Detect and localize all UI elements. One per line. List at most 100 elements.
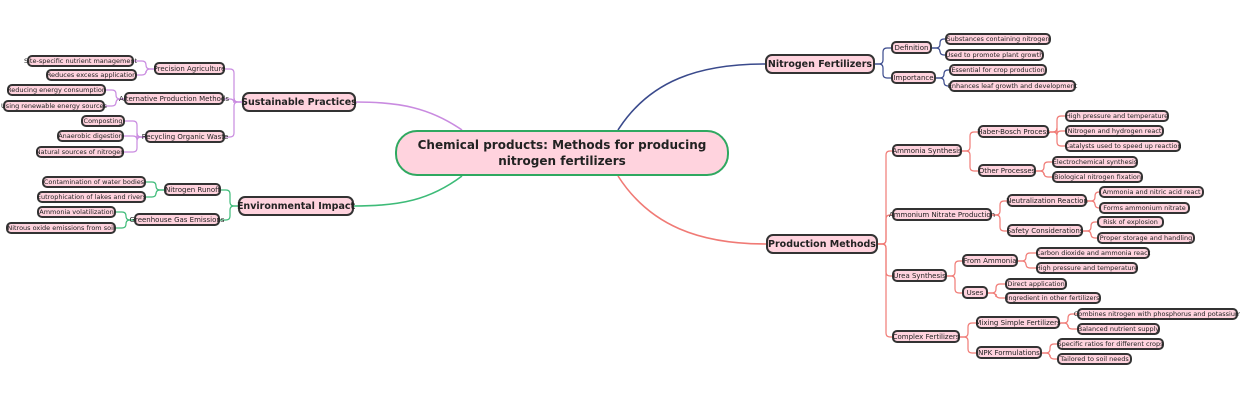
connector: [1087, 200, 1100, 209]
leaf-ammonia-and-nitric-acid-react[interactable]: Ammonia and nitric acid react: [1099, 186, 1204, 198]
leaf-natural-sources-of-nitrogen[interactable]: Natural sources of nitrogen: [36, 146, 124, 158]
branch-production-methods[interactable]: Production Methods: [766, 234, 878, 254]
connector: [936, 77, 949, 87]
leaf-anaerobic-digestion[interactable]: Anaerobic digestion: [57, 130, 124, 142]
branch-nitrogen-fertilizers[interactable]: Nitrogen Fertilizers: [765, 54, 875, 74]
subgroup-neutralization-reaction[interactable]: Neutralization Reaction: [1006, 194, 1088, 207]
group-label: Nitrogen Runoff: [165, 185, 220, 194]
group-importance[interactable]: Importance: [891, 71, 936, 84]
leaf-carbon-dioxide-and-ammonia-react[interactable]: Carbon dioxide and ammonia react: [1036, 247, 1150, 259]
leaf-label: Used to promote plant growth: [945, 51, 1044, 59]
leaf-label: Anaerobic digestion: [58, 132, 123, 140]
connector-root-nitrogen: [617, 63, 766, 131]
leaf-label: Combines nitrogen with phosphorus and po…: [1073, 310, 1240, 318]
leaf-label: Substances containing nitrogen: [946, 35, 1050, 43]
group-nitrogen-runoff[interactable]: Nitrogen Runoff: [164, 183, 221, 196]
connector: [1036, 170, 1052, 178]
group-recycling-organic-waste[interactable]: Recycling Organic Waste: [142, 130, 228, 143]
connector-root-sustainable: [355, 101, 463, 131]
root-topic-label: Chemical products: Methods for producing…: [417, 138, 707, 168]
leaf-label: High pressure and temperature: [1065, 112, 1169, 120]
connector: [105, 98, 124, 107]
leaf-biological-nitrogen-fixation[interactable]: Biological nitrogen fixation: [1052, 171, 1143, 183]
leaf-electrochemical-synthesis[interactable]: Electrochemical synthesis: [1052, 156, 1138, 168]
leaf-used-to-promote-plant-growth[interactable]: Used to promote plant growth: [945, 49, 1044, 61]
leaf-high-pressure-and-temperature-urea[interactable]: High pressure and temperature: [1036, 262, 1138, 274]
leaf-label: Nitrous oxide emissions from soil: [7, 224, 115, 232]
leaf-ammonia-volatilization[interactable]: Ammonia volatilization: [37, 206, 116, 218]
group-ammonium-nitrate-production[interactable]: Ammonium Nitrate Production: [888, 208, 996, 221]
leaf-ingredient-in-other-fertilizers[interactable]: Ingredient in other fertilizers: [1005, 292, 1101, 304]
branch-environmental-impact[interactable]: Environmental Impact: [237, 196, 355, 216]
leaf-label: Specific ratios for different crops: [1057, 340, 1164, 348]
subgroup-uses[interactable]: Uses: [962, 286, 988, 299]
group-label: Greenhouse Gas Emissions: [129, 215, 225, 224]
leaf-essential-for-crop-production[interactable]: Essential for crop production: [949, 64, 1047, 76]
group-label: Ammonia Synthesis: [892, 146, 962, 155]
connector: [134, 60, 154, 70]
root-topic[interactable]: Chemical products: Methods for producing…: [395, 130, 729, 176]
group-urea-synthesis[interactable]: Urea Synthesis: [892, 269, 947, 282]
leaf-label: Carbon dioxide and ammonia react: [1035, 249, 1151, 257]
group-complex-fertilizers[interactable]: Complex Fertilizers: [892, 330, 960, 343]
leaf-proper-storage-and-handling[interactable]: Proper storage and handling: [1097, 232, 1195, 244]
group-definition-label: Definition: [894, 43, 929, 52]
leaf-eutrophication-of-lakes-and-rivers[interactable]: Eutrophication of lakes and rivers: [37, 191, 146, 203]
leaf-label: Natural sources of nitrogen: [35, 148, 125, 156]
group-greenhouse-gas-emissions[interactable]: Greenhouse Gas Emissions: [130, 213, 224, 226]
leaf-nitrous-oxide-emissions-from-soil[interactable]: Nitrous oxide emissions from soil: [6, 222, 116, 234]
connector: [875, 47, 891, 65]
leaf-nitrogen-and-hydrogen-react[interactable]: Nitrogen and hydrogen react: [1065, 125, 1164, 137]
leaf-reducing-energy-consumption[interactable]: Reducing energy consumption: [7, 84, 106, 96]
leaf-direct-application[interactable]: Direct application: [1005, 278, 1067, 290]
leaf-label: Biological nitrogen fixation: [1053, 173, 1142, 181]
subgroup-label: Uses: [966, 288, 984, 297]
subgroup-label: Neutralization Reaction: [1006, 196, 1088, 205]
connector: [1036, 161, 1052, 172]
leaf-high-pressure-and-temperature[interactable]: High pressure and temperature: [1065, 110, 1169, 122]
leaf-substances-containing-nitrogen[interactable]: Substances containing nitrogen: [945, 33, 1051, 45]
group-label: Precision Agriculture: [153, 64, 226, 73]
subgroup-from-ammonia[interactable]: From Ammonia: [962, 254, 1018, 267]
subgroup-safety-considerations[interactable]: Safety Considerations: [1007, 224, 1083, 237]
connector: [1087, 191, 1100, 202]
connector: [1060, 322, 1077, 330]
leaf-composting[interactable]: Composting: [81, 115, 125, 127]
group-importance-label: Importance: [893, 73, 934, 82]
connector: [1083, 221, 1097, 232]
leaf-site-specific-nutrient-management[interactable]: Site-specific nutrient management: [24, 55, 137, 67]
group-alternative-production-methods[interactable]: Alternative Production Methods: [119, 92, 229, 105]
group-definition[interactable]: Definition: [891, 41, 932, 54]
subgroup-label: Haber-Bosch Process: [977, 127, 1050, 136]
leaf-label: Balanced nutrient supply: [1077, 325, 1160, 333]
leaf-label: Proper storage and handling: [1099, 234, 1193, 242]
subgroup-other-processes[interactable]: Other Processes: [978, 164, 1036, 177]
leaf-label: Ammonia volatilization: [39, 208, 114, 216]
leaf-label: Ingredient in other fertilizers: [1006, 294, 1100, 302]
group-ammonia-synthesis[interactable]: Ammonia Synthesis: [892, 144, 962, 157]
leaf-enhances-leaf-growth[interactable]: Enhances leaf growth and development: [948, 80, 1077, 92]
subgroup-npk-formulations[interactable]: NPK Formulations: [976, 346, 1042, 359]
group-precision-agriculture[interactable]: Precision Agriculture: [154, 62, 225, 75]
branch-sustainable-practices[interactable]: Sustainable Practices: [241, 92, 357, 112]
leaf-label: Direct application: [1007, 280, 1065, 288]
leaf-combines-npk[interactable]: Combines nitrogen with phosphorus and po…: [1073, 308, 1240, 320]
connector: [947, 275, 962, 294]
leaf-label: Nitrogen and hydrogen react: [1067, 127, 1162, 135]
leaf-using-renewable-energy-sources[interactable]: Using renewable energy sources: [1, 100, 107, 112]
leaf-forms-ammonium-nitrate[interactable]: Forms ammonium nitrate: [1099, 202, 1190, 214]
subgroup-haber-bosch-process[interactable]: Haber-Bosch Process: [977, 125, 1050, 138]
leaf-label: Catalysts used to speed up reaction: [1064, 142, 1182, 150]
subgroup-mixing-simple-fertilizers[interactable]: Mixing Simple Fertilizers: [975, 316, 1061, 329]
group-label: Ammonium Nitrate Production: [888, 210, 996, 219]
leaf-risk-of-explosion[interactable]: Risk of explosion: [1097, 216, 1164, 228]
leaf-balanced-nutrient-supply[interactable]: Balanced nutrient supply: [1077, 323, 1160, 335]
subgroup-label: NPK Formulations: [978, 348, 1040, 357]
subgroup-label: Mixing Simple Fertilizers: [975, 318, 1061, 327]
leaf-reduces-excess-application[interactable]: Reduces excess application: [46, 69, 137, 81]
leaf-contamination-of-water-bodies[interactable]: Contamination of water bodies: [42, 176, 146, 188]
leaf-catalysts-used[interactable]: Catalysts used to speed up reaction: [1065, 140, 1181, 152]
leaf-tailored-to-soil-needs[interactable]: Tailored to soil needs: [1057, 353, 1132, 365]
leaf-specific-ratios[interactable]: Specific ratios for different crops: [1057, 338, 1164, 350]
leaf-label: High pressure and temperature: [1035, 264, 1139, 272]
